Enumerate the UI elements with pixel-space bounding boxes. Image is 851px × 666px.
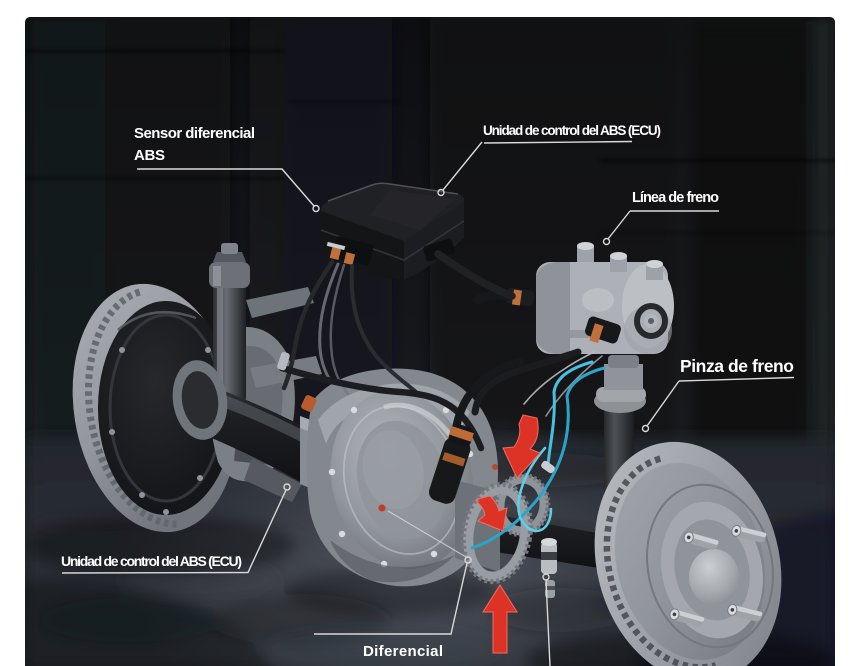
svg-text:Unidad de control del ABS (ECU: Unidad de control del ABS (ECU): [61, 553, 242, 569]
svg-text:Unidad de control del ABS (ECU: Unidad de control del ABS (ECU): [483, 123, 661, 138]
svg-text:Línea de freno: Línea de freno: [632, 190, 719, 206]
svg-text:ABS: ABS: [134, 147, 165, 164]
svg-text:Diferencial: Diferencial: [363, 643, 443, 660]
svg-text:Sensor diferencial: Sensor diferencial: [134, 125, 255, 142]
svg-text:Pinza de freno: Pinza de freno: [680, 356, 794, 376]
